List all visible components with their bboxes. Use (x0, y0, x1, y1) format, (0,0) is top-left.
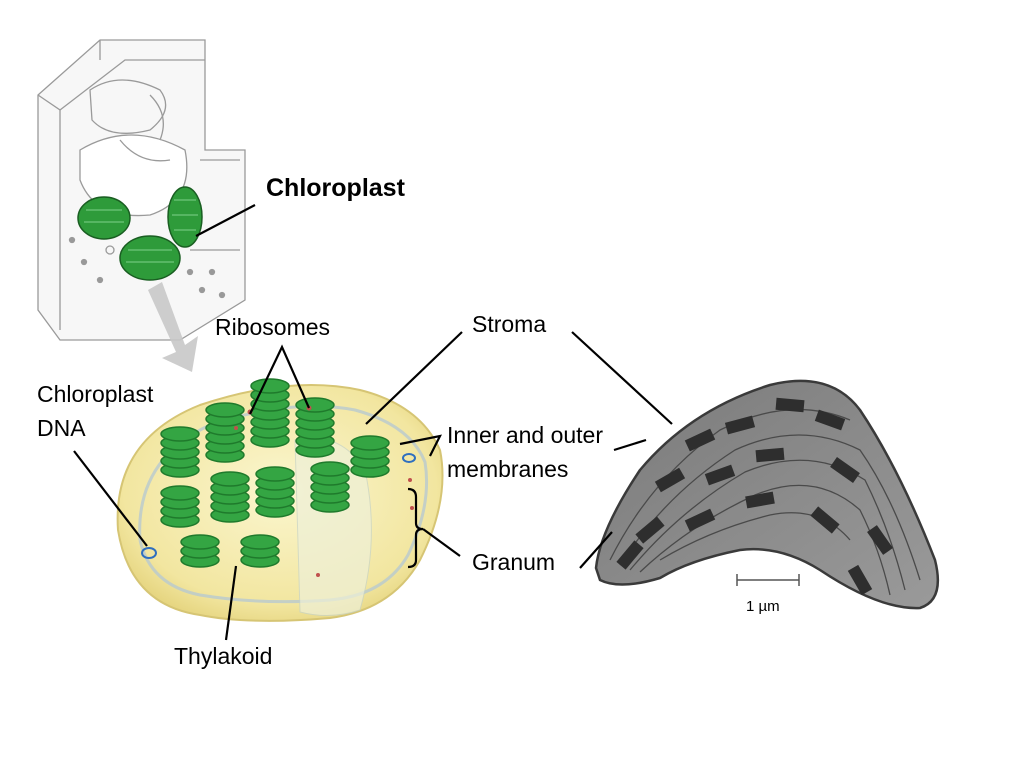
micrograph-granum (684, 508, 716, 532)
thylakoid-disc (160, 426, 200, 442)
micrograph-granum (814, 409, 846, 431)
scale-bar-label: 1 µm (746, 598, 780, 615)
zoom-arrow (148, 282, 198, 372)
micrograph-granum (810, 506, 840, 534)
micrograph-granum (775, 397, 805, 413)
granum-label: Granum (472, 549, 556, 575)
thylakoid-disc (295, 397, 335, 413)
micrograph-granum (755, 447, 785, 463)
chloroplast-dna-ring (402, 453, 416, 463)
thylakoid-disc (350, 435, 390, 451)
micrograph-granum (745, 491, 775, 509)
micrograph-texture (609, 397, 921, 596)
thylakoid-disc (180, 534, 220, 550)
chloroplast-dna-label-line2: DNA (37, 415, 86, 441)
thylakoid-disc (160, 485, 200, 501)
thylakoid-label: Thylakoid (174, 643, 273, 669)
leader-lines (73, 204, 673, 641)
thylakoid-disc (255, 466, 295, 482)
thylakoid-disc (205, 402, 245, 418)
micrograph-granum (847, 564, 873, 596)
stroma-label: Stroma (472, 311, 547, 337)
thylakoid-disc (240, 534, 280, 550)
micrograph-granum (867, 525, 893, 555)
scale-bar (736, 574, 800, 586)
micrograph-membrane (639, 484, 891, 596)
chloroplast-dna-label-line1: Chloroplast (37, 381, 154, 407)
micrograph-membrane (609, 408, 851, 561)
micrograph-membrane (619, 434, 921, 581)
cell-chloroplasts (77, 186, 203, 281)
micrograph-granum (830, 457, 860, 483)
micrograph-granum (724, 415, 756, 435)
micrograph-granum (654, 467, 686, 493)
thylakoid-disc (210, 471, 250, 487)
thylakoid-disc (250, 378, 290, 394)
chloroplast-title: Chloroplast (266, 174, 405, 202)
ribosomes-label: Ribosomes (215, 314, 331, 340)
micrograph-granum (704, 464, 736, 486)
micrograph-granum (635, 516, 665, 544)
thylakoid-disc (310, 461, 350, 477)
chloroplast-dna-ring (141, 547, 157, 559)
plant-cell-illustration (37, 39, 246, 341)
micrograph-membrane (629, 459, 906, 591)
micrograph-granum (616, 540, 644, 570)
inner-outer-membranes-label-line2: membranes (447, 456, 569, 482)
micrograph-granum (684, 428, 716, 452)
inner-outer-membranes-label-line1: Inner and outer (447, 422, 604, 448)
grana-stacks (160, 378, 390, 568)
